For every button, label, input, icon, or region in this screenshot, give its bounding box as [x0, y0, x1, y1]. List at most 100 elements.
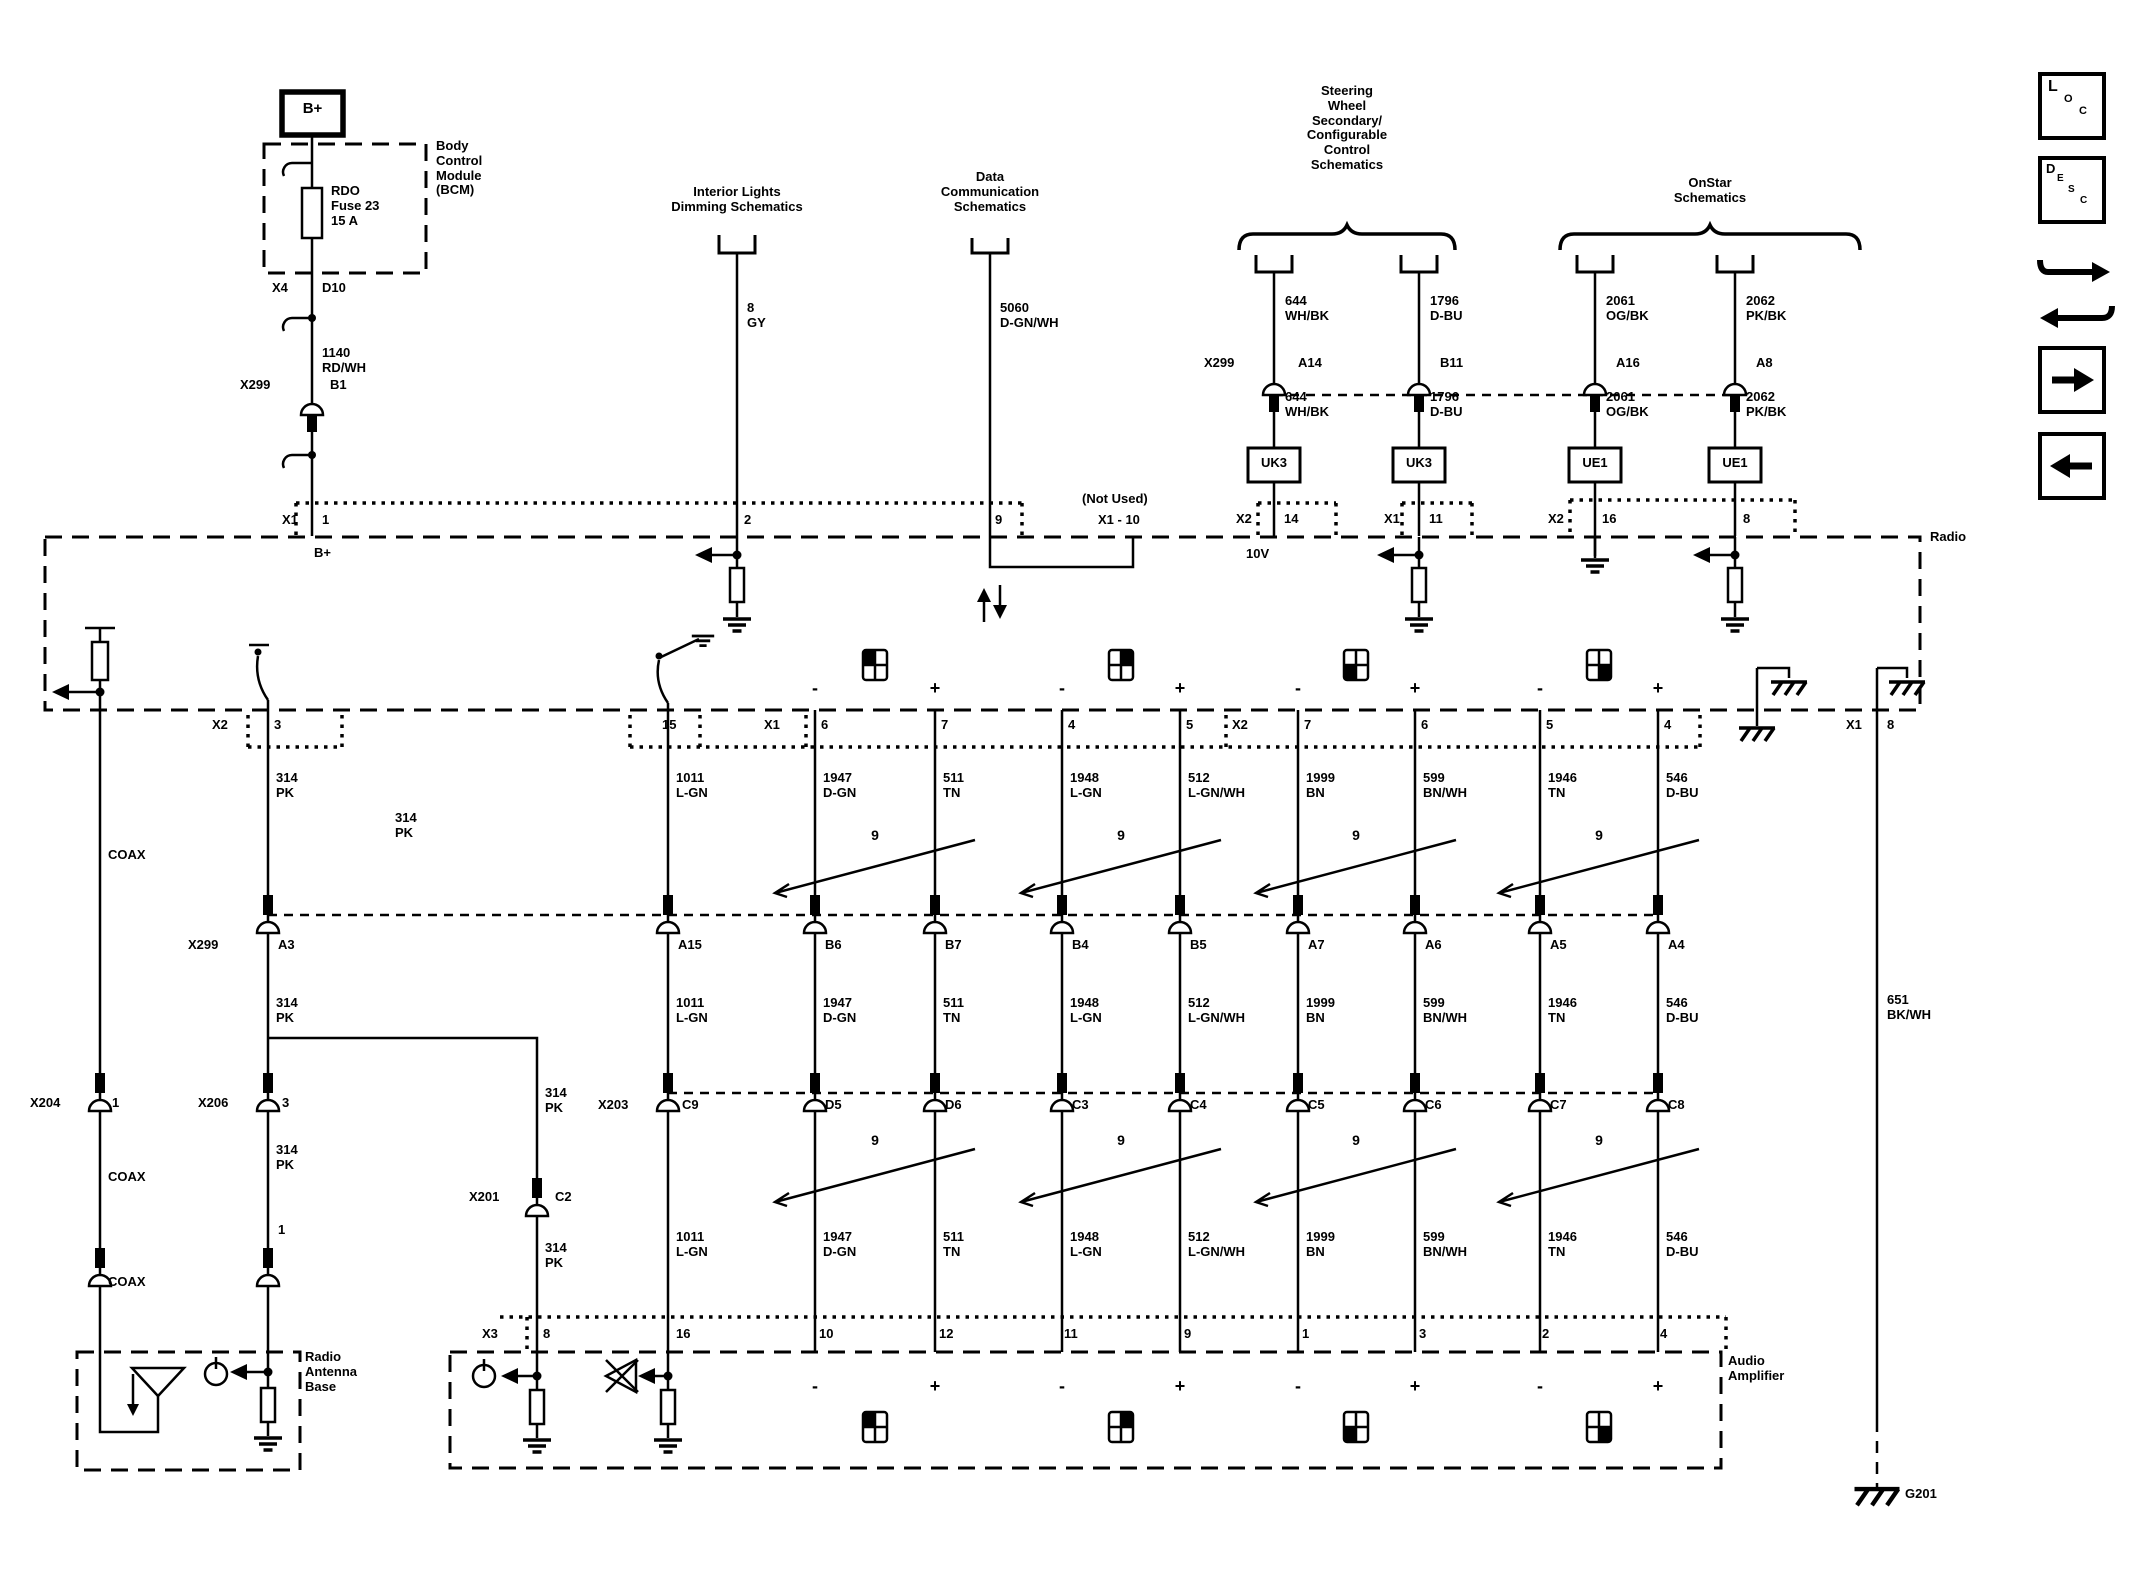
polarity-minus: -: [1295, 1376, 1301, 1396]
wire-546-dbu-b3: 546 D-BU: [1666, 1229, 1699, 1259]
conn-x2-3: X2: [212, 717, 228, 732]
uk3-box-2: [1391, 446, 1447, 484]
pin-2: 2: [744, 512, 752, 527]
polarity-minus: -: [812, 1376, 818, 1396]
wire-1796-dbu: 1796 D-BU: [1430, 293, 1463, 323]
wire-1011-lgn-b2: 1011 L-GN: [676, 995, 708, 1025]
pin-c9: C9: [682, 1097, 699, 1112]
battery-feed-label: B+: [302, 100, 323, 117]
wire-511-tn-b2: 511 TN: [943, 995, 964, 1025]
pin-x1-10: X1 - 10: [1098, 512, 1140, 527]
twist-markers: [772, 838, 1700, 1208]
wire-1946-tn-b1: 1946 TN: [1548, 770, 1577, 800]
swap-arrows-button[interactable]: [2037, 259, 2115, 328]
pin-a6: A6: [1425, 937, 1442, 952]
radio-box-label: Radio: [1930, 529, 1967, 544]
pin-d10: D10: [322, 280, 346, 295]
polarity-plus: +: [929, 1376, 941, 1396]
polarity-plus: +: [1652, 678, 1664, 698]
speaker-icon-rf-amp: [1107, 1410, 1135, 1444]
wire-511-tn-b1: 511 TN: [943, 770, 964, 800]
wire-599-bnwh-b2: 599 BN/WH: [1423, 995, 1468, 1025]
white-components: [87, 89, 1763, 1426]
pin-5b: 5: [1546, 717, 1554, 732]
pin-10-amp: 10: [819, 1326, 834, 1341]
coax-label-3: COAX: [108, 1274, 146, 1289]
wire-8-gy: 8 GY: [747, 300, 766, 330]
wire-314-pk-x201a: 314 PK: [545, 1085, 567, 1115]
braces: [1237, 220, 1862, 251]
pin-c7: C7: [1550, 1097, 1567, 1112]
pin-4-amp: 4: [1660, 1326, 1668, 1341]
speaker-icon-rr-amp: [1585, 1410, 1613, 1444]
wire-1948-lgn-b3: 1948 L-GN: [1070, 1229, 1102, 1259]
loc-button[interactable]: [2038, 72, 2106, 140]
conn-x4: X4: [272, 280, 288, 295]
pin-b1: B1: [330, 377, 347, 392]
polarity-minus: -: [1059, 678, 1065, 698]
ref-data-comm: Data Communication Schematics: [940, 169, 1040, 214]
conn-x299-mid: X299: [188, 937, 219, 952]
conn-x203: X203: [598, 1097, 629, 1112]
ref-steering-wheel: Steering Wheel Secondary/ Configurable C…: [1306, 83, 1388, 173]
radio-ground-a: [1755, 666, 1791, 726]
pin-a7: A7: [1308, 937, 1325, 952]
wire-1999-bn-b1: 1999 BN: [1306, 770, 1335, 800]
wire-512-lgnwh-b2: 512 L-GN/WH: [1188, 995, 1246, 1025]
inline-connector-rows: [268, 393, 1735, 1095]
pin-3: 3: [274, 717, 282, 732]
onstar-brace: [1558, 220, 1862, 251]
bplus-terminal-box: [279, 89, 346, 138]
wire-1947-dgn-b3: 1947 D-GN: [823, 1229, 857, 1259]
wire-546-dbu-b2: 546 D-BU: [1666, 995, 1699, 1025]
pin-8-onstar: 8: [1743, 511, 1751, 526]
ref-interior-lights: Interior Lights Dimming Schematics: [671, 184, 803, 214]
polarity-plus: +: [929, 678, 941, 698]
conn-x1-11: X1: [1384, 511, 1400, 526]
wire-651-bkwh: 651 BK/WH: [1887, 992, 1932, 1022]
pin-b5: B5: [1190, 937, 1207, 952]
back-button[interactable]: [2038, 432, 2106, 500]
loc-letter: L: [2048, 78, 2058, 95]
pin-b6: B6: [825, 937, 842, 952]
wire-644-whbk-2: 644 WH/BK: [1285, 389, 1330, 419]
speaker-icon-lr: [1342, 648, 1370, 682]
radio-box: [43, 535, 1922, 712]
wire-1796-dbu-2: 1796 D-BU: [1430, 389, 1463, 419]
wire-1011-lgn-b3: 1011 L-GN: [676, 1229, 708, 1259]
pin-a4: A4: [1668, 937, 1685, 952]
pin-9: 9: [995, 512, 1003, 527]
polarity-plus: +: [1409, 1376, 1421, 1396]
wire-1948-lgn-b1: 1948 L-GN: [1070, 770, 1102, 800]
polarity-plus: +: [1174, 1376, 1186, 1396]
pin-16-amp: 16: [676, 1326, 691, 1341]
desc-button[interactable]: [2038, 156, 2106, 224]
radio-bplus-label: B+: [314, 545, 331, 560]
conn-x2-14: X2: [1236, 511, 1252, 526]
pin-7b: 7: [1304, 717, 1312, 732]
twist-marker-9: 9: [1352, 1132, 1360, 1148]
pin-b11: B11: [1440, 355, 1464, 370]
option-ue1-2: UE1: [1722, 455, 1748, 470]
next-button[interactable]: [2038, 346, 2106, 414]
amp-speaker-x: [605, 1359, 639, 1393]
pin-c8: C8: [1668, 1097, 1685, 1112]
speaker-icon-lr-amp: [1342, 1410, 1370, 1444]
conn-x1-radio-top: X1: [282, 512, 298, 527]
fuse-rdo-label: RDO Fuse 23 15 A: [331, 183, 380, 228]
wire-511-tn-b3: 511 TN: [943, 1229, 964, 1259]
wire-2062-pkbk: 2062 PK/BK: [1746, 293, 1787, 323]
down-arrow: [993, 605, 1007, 619]
pin-a16: A16: [1616, 355, 1640, 370]
pin-c2: C2: [555, 1189, 572, 1204]
pin-a14: A14: [1298, 355, 1322, 370]
wire-314-pk: [266, 700, 539, 1352]
pin-c6: C6: [1425, 1097, 1442, 1112]
pin-3-amp: 3: [1419, 1326, 1427, 1341]
amp-box-label: Audio Amplifier: [1728, 1353, 1785, 1383]
pin-b7: B7: [945, 937, 962, 952]
polarity-plus: +: [1409, 678, 1421, 698]
conn-x1-8: X1: [1846, 717, 1862, 732]
speaker-icon-lf-amp: [861, 1410, 889, 1444]
twist-marker-9: 9: [1595, 1132, 1603, 1148]
